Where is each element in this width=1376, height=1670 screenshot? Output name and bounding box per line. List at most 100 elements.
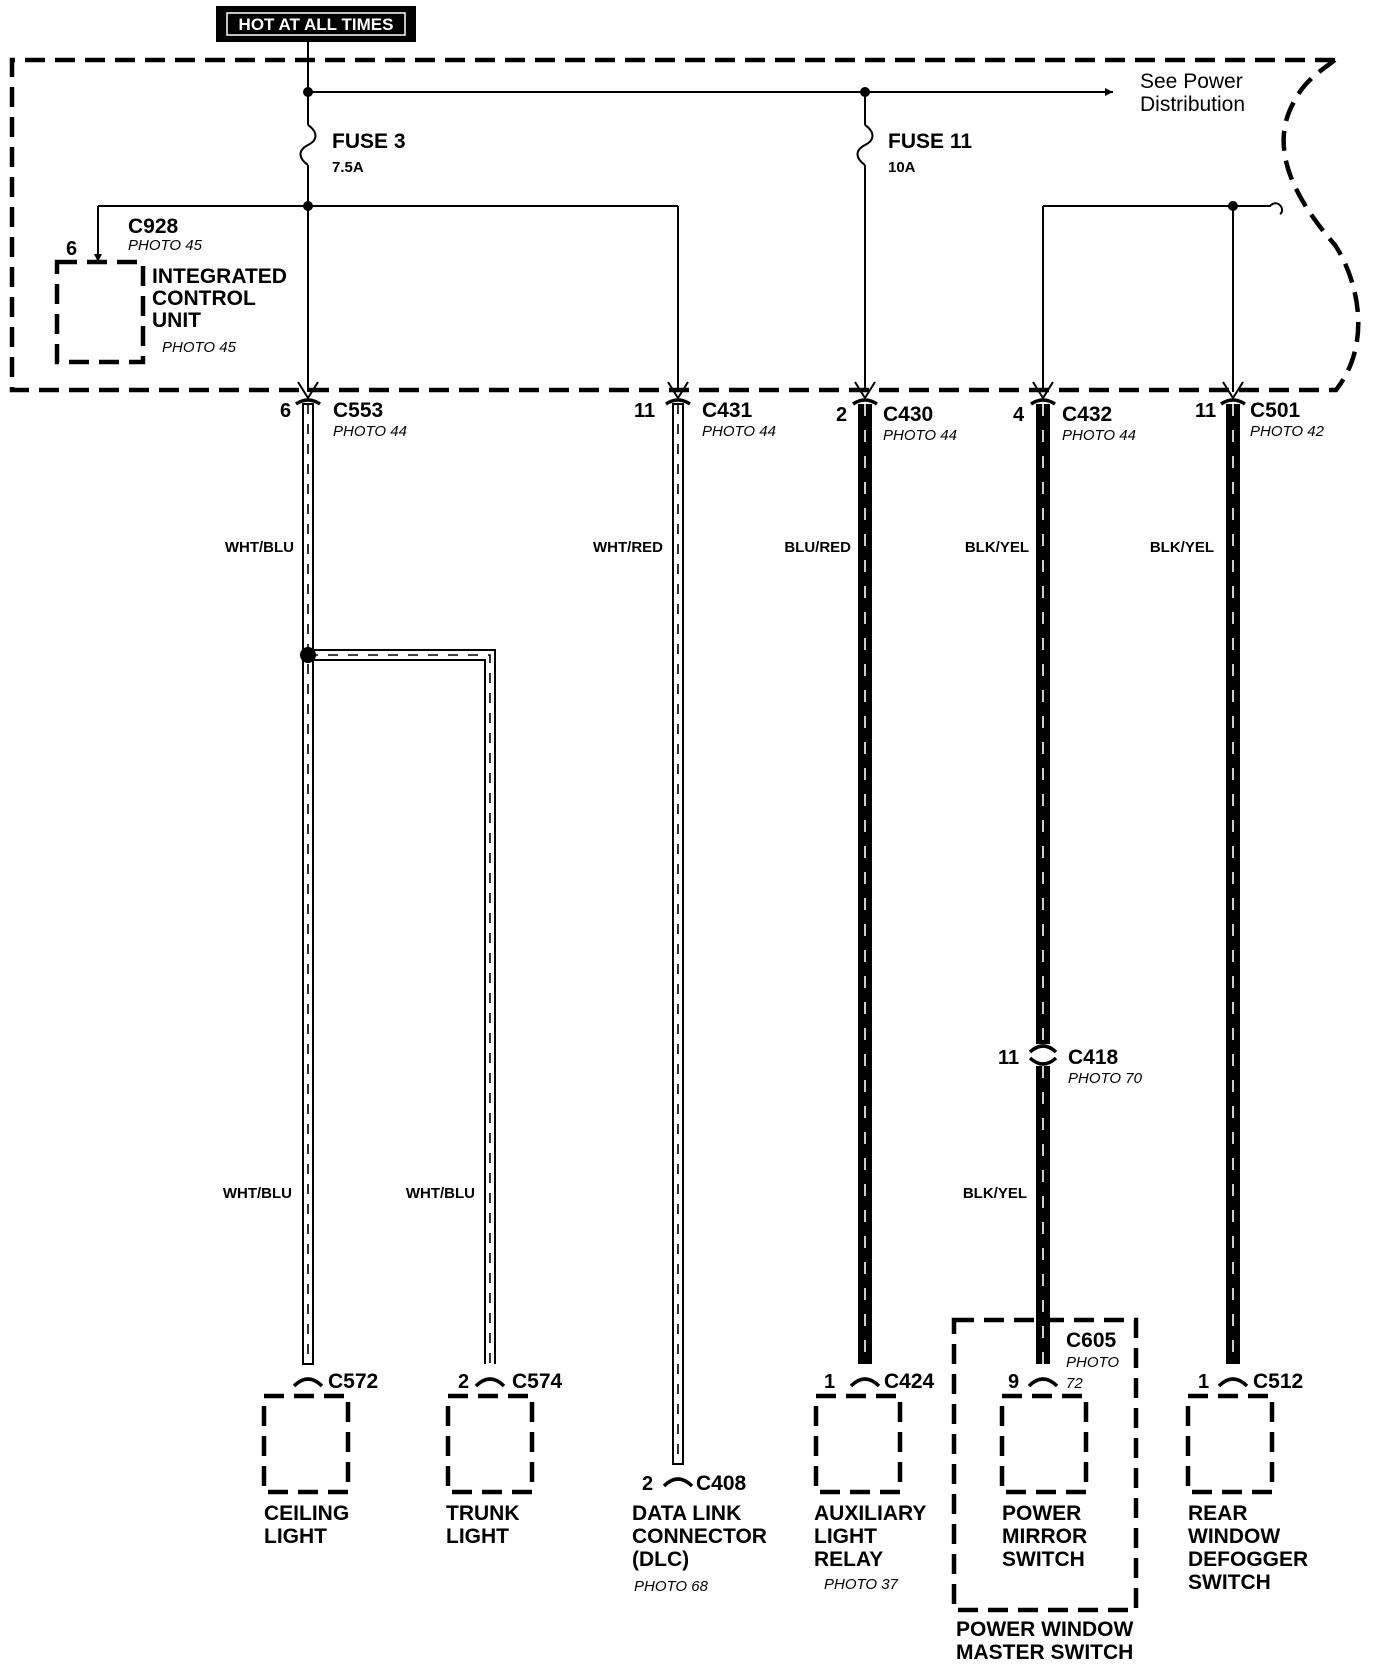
svg-text:PHOTO 45: PHOTO 45: [162, 339, 237, 356]
fuse-box-outline: [9, 57, 1361, 393]
svg-text:LIGHT: LIGHT: [814, 1525, 877, 1548]
svg-text:POWER WINDOW: POWER WINDOW: [956, 1618, 1133, 1641]
svg-text:1: 1: [824, 1371, 835, 1393]
connector-symbols-bottom: [292, 1377, 1249, 1488]
svg-text:2: 2: [836, 404, 847, 426]
svg-text:C574: C574: [512, 1370, 563, 1393]
power-bus: [303, 42, 1113, 125]
svg-text:CONTROL: CONTROL: [152, 287, 256, 310]
svg-text:CEILING: CEILING: [264, 1502, 349, 1525]
svg-text:C572: C572: [328, 1370, 378, 1393]
svg-text:DATA LINK: DATA LINK: [632, 1502, 741, 1525]
svg-text:1: 1: [1198, 1371, 1209, 1393]
svg-text:See Power: See Power: [1140, 70, 1243, 93]
auxiliary-light-relay: 1 C424 AUXILIARY LIGHT RELAY PHOTO 37: [813, 1370, 935, 1593]
svg-text:C928: C928: [128, 215, 179, 238]
wire-blk-yel-defogger: [1226, 404, 1240, 1364]
ceiling-light: C572 CEILING LIGHT: [261, 1370, 378, 1548]
svg-text:(DLC): (DLC): [632, 1548, 689, 1571]
connector-c430: 2 C430 PHOTO 44: [836, 403, 957, 444]
svg-text:4: 4: [1013, 404, 1025, 426]
hot-at-all-times-label: HOT AT ALL TIMES: [216, 6, 416, 42]
fuse-3-branches: [94, 165, 679, 392]
svg-text:PHOTO 68: PHOTO 68: [634, 1578, 709, 1595]
svg-text:11: 11: [1195, 400, 1216, 422]
fuse-11-branches: [864, 165, 1284, 392]
wire-blk-yel-mirror: [1028, 404, 1058, 1364]
svg-text:C431: C431: [702, 399, 753, 422]
svg-text:PHOTO 44: PHOTO 44: [333, 423, 407, 440]
svg-text:PHOTO 45: PHOTO 45: [128, 237, 203, 254]
fuse-11: FUSE 11 10A: [856, 124, 972, 176]
svg-text:C432: C432: [1062, 403, 1112, 426]
svg-text:6: 6: [280, 400, 291, 422]
svg-text:LIGHT: LIGHT: [264, 1525, 327, 1548]
svg-text:PHOTO 42: PHOTO 42: [1250, 423, 1325, 440]
svg-text:PHOTO 70: PHOTO 70: [1068, 1070, 1143, 1087]
svg-text:CONNECTOR: CONNECTOR: [632, 1525, 767, 1548]
svg-text:PHOTO 44: PHOTO 44: [702, 423, 776, 440]
wire-wht-blu-ceiling: [302, 403, 314, 1365]
svg-text:C424: C424: [884, 1370, 935, 1393]
power-window-master-switch: C605 PHOTO 72 9 POWER MIRROR SWITCH POWE…: [951, 1317, 1139, 1664]
svg-text:C553: C553: [333, 399, 383, 422]
wire-label-mirror-lower: BLK/YEL: [963, 1185, 1027, 1202]
svg-text:FUSE 3: FUSE 3: [332, 130, 406, 153]
wire-wht-red-dlc: [672, 403, 684, 1465]
wire-label-c553: WHT/BLU: [225, 539, 294, 556]
rear-window-defogger-switch: 1 C512 REAR WINDOW DEFOGGER SWITCH: [1185, 1370, 1308, 1594]
svg-text:MASTER SWITCH: MASTER SWITCH: [956, 1641, 1133, 1664]
svg-text:PHOTO 44: PHOTO 44: [883, 427, 957, 444]
svg-text:2: 2: [458, 1371, 469, 1393]
svg-text:6: 6: [66, 238, 77, 260]
connector-c418: 11 C418 PHOTO 70: [998, 1046, 1143, 1087]
svg-text:10A: 10A: [888, 159, 916, 176]
svg-text:SWITCH: SWITCH: [1002, 1548, 1085, 1571]
svg-text:Distribution: Distribution: [1140, 93, 1245, 116]
svg-text:HOT AT ALL TIMES: HOT AT ALL TIMES: [239, 15, 394, 34]
svg-text:TRUNK: TRUNK: [446, 1502, 520, 1525]
wire-label-trunk-lower: WHT/BLU: [406, 1185, 475, 1202]
connector-symbols-top: [295, 381, 1246, 406]
svg-text:DEFOGGER: DEFOGGER: [1188, 1548, 1308, 1571]
svg-text:C418: C418: [1068, 1046, 1119, 1069]
wire-label-c431: WHT/RED: [593, 539, 663, 556]
wire-label-c432: BLK/YEL: [965, 539, 1029, 556]
svg-text:11: 11: [634, 400, 655, 422]
svg-text:72: 72: [1066, 1375, 1083, 1392]
svg-text:C501: C501: [1250, 399, 1301, 422]
wire-label-c430: BLU/RED: [784, 539, 851, 556]
svg-text:PHOTO 44: PHOTO 44: [1062, 427, 1136, 444]
wire-blu-red-relay: [858, 404, 872, 1364]
fuse-3: FUSE 3 7.5A: [299, 124, 406, 176]
svg-text:LIGHT: LIGHT: [446, 1525, 509, 1548]
svg-text:INTEGRATED: INTEGRATED: [152, 265, 287, 288]
svg-text:C430: C430: [883, 403, 933, 426]
svg-text:REAR: REAR: [1188, 1502, 1248, 1525]
wire-label-c501: BLK/YEL: [1150, 539, 1214, 556]
svg-text:UNIT: UNIT: [152, 309, 201, 332]
svg-text:9: 9: [1008, 1371, 1019, 1393]
trunk-light: 2 C574 TRUNK LIGHT: [445, 1370, 563, 1548]
wire-wht-blu-trunk: [300, 647, 496, 1364]
svg-text:C408: C408: [696, 1472, 747, 1495]
connector-c553: 6 C553 PHOTO 44: [280, 399, 407, 440]
svg-text:11: 11: [998, 1047, 1019, 1069]
svg-text:PHOTO: PHOTO: [1066, 1354, 1119, 1371]
see-power-distribution-note: See Power Distribution: [1140, 70, 1245, 116]
svg-text:MIRROR: MIRROR: [1002, 1525, 1087, 1548]
wire-label-ceiling-lower: WHT/BLU: [223, 1185, 292, 1202]
svg-text:POWER: POWER: [1002, 1502, 1081, 1525]
svg-text:WINDOW: WINDOW: [1188, 1525, 1280, 1548]
svg-text:AUXILIARY: AUXILIARY: [814, 1502, 926, 1525]
connector-c431: 11 C431 PHOTO 44: [634, 399, 776, 440]
svg-text:2: 2: [642, 1473, 653, 1495]
data-link-connector: 2 C408 DATA LINK CONNECTOR (DLC) PHOTO 6…: [632, 1472, 767, 1595]
svg-text:FUSE 11: FUSE 11: [888, 130, 972, 153]
connector-c501: 11 C501 PHOTO 42: [1195, 399, 1325, 440]
svg-text:7.5A: 7.5A: [332, 159, 364, 176]
svg-text:RELAY: RELAY: [814, 1548, 883, 1571]
integrated-control-unit: C928 PHOTO 45 6 INTEGRATED CONTROL UNIT …: [54, 215, 287, 365]
svg-text:SWITCH: SWITCH: [1188, 1571, 1271, 1594]
